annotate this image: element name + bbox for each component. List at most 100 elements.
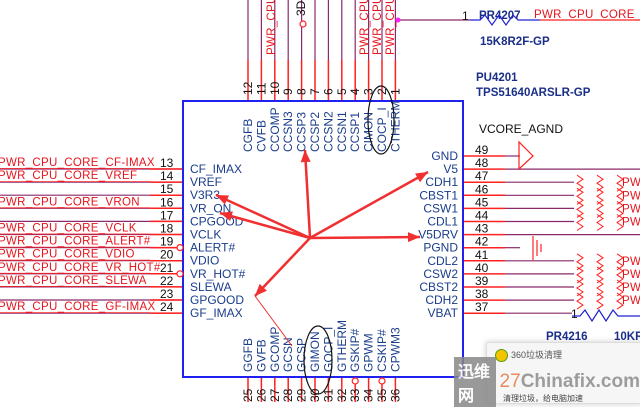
bottom-pin-number: 36 xyxy=(388,388,402,402)
zigzag-resistor-icon xyxy=(616,214,624,231)
pr4216-resistor-symbol xyxy=(572,308,640,323)
zigzag-resistor-icon xyxy=(576,253,584,271)
watermark-site: Chinafix.com xyxy=(520,371,640,392)
pr4207-resistor-symbol xyxy=(470,13,540,27)
zigzag-resistor-icon xyxy=(616,266,624,284)
top-pin-number: 10 xyxy=(268,81,282,95)
component-refdes: PU4201 xyxy=(476,72,518,84)
top-pin-number: 2 xyxy=(375,88,389,95)
zigzag-resistor-icon xyxy=(596,214,604,231)
bottom-pin-name: GVFB xyxy=(254,339,268,372)
left-pin-number: 21 xyxy=(160,261,174,275)
right-pin-name: V5 xyxy=(443,162,458,176)
highlight-ellipse-bottom xyxy=(303,325,333,395)
pr4216-value: 10KR xyxy=(614,331,640,343)
annotation-arrows xyxy=(215,85,429,395)
bottom-pin-name: CSKIP# xyxy=(375,329,389,372)
zigzag-resistor-icon xyxy=(596,174,604,192)
bottom-pin-number: 32 xyxy=(335,388,349,402)
left-pin-number: 16 xyxy=(160,195,174,209)
top-net-label: 3D xyxy=(294,0,308,16)
right-pin-number: 41 xyxy=(475,248,489,262)
top-pin-number: 11 xyxy=(254,82,268,95)
left-pin-name: CF_IMAX xyxy=(190,162,242,176)
zigzag-resistor-icon xyxy=(596,187,604,205)
right-pin-name: GND xyxy=(431,149,458,163)
left-pin-name: VR_HOT# xyxy=(190,267,246,281)
ground-triangle-icon xyxy=(518,140,534,171)
top-pin-number: 1 xyxy=(388,88,402,95)
bottom-pin-name: GGFB xyxy=(241,338,255,372)
zigzag-resistor-icon xyxy=(576,187,584,205)
right-net-label: PWR xyxy=(622,282,640,294)
right-pin-name: V5DRV xyxy=(418,228,458,242)
top-pin-name: CCSN3 xyxy=(281,111,295,152)
right-pin-number: 40 xyxy=(475,261,489,275)
left-net-label: PWR_CPU_CORE_CF-IMAX xyxy=(0,157,155,169)
pr4216-refdes: PR4216 xyxy=(546,331,588,343)
top-pin-name: CCSN1 xyxy=(335,111,349,152)
left-pin-number: 13 xyxy=(160,156,174,170)
right-net-label: PWR xyxy=(622,269,640,281)
arrowhead-icon xyxy=(300,150,311,163)
left-net-label: PWR_CPU_CORE_VCLK xyxy=(0,223,137,235)
watermark-en: 27Chinafix.com xyxy=(500,371,640,393)
right-pin-name: CSW2 xyxy=(423,267,458,281)
left-pin-number: 17 xyxy=(160,208,174,222)
zigzag-resistor-icon xyxy=(596,253,604,271)
top-pin-number: 4 xyxy=(348,88,362,95)
left-pin-name: GPGOOD xyxy=(190,293,244,307)
zigzag-resistor-icon xyxy=(616,253,624,271)
360-logo-icon xyxy=(495,349,508,362)
component-part-number: TPS51640ARSLR-GP xyxy=(476,87,591,99)
bottom-pin-number: 34 xyxy=(362,388,376,402)
bottom-pin-number: 26 xyxy=(254,388,268,402)
right-net-label: PWR xyxy=(622,295,640,307)
top-pin-name: CCSN2 xyxy=(321,111,335,152)
right-pin-number: 43 xyxy=(475,222,489,236)
bottom-pin-name: GCSP xyxy=(295,338,309,372)
annotation-arrow xyxy=(254,237,311,297)
right-pin-number: 44 xyxy=(475,209,489,223)
right-net-label: PWR xyxy=(622,217,640,229)
arrowhead-icon xyxy=(407,232,420,243)
right-pin-name: VBAT xyxy=(428,306,459,320)
top-pin-number: 12 xyxy=(241,81,255,95)
right-pin-number: 39 xyxy=(475,274,489,288)
bottom-pin-name: GIMON xyxy=(308,331,322,372)
watermark-num1: 2 xyxy=(499,371,511,392)
left-pin-name: V3R3 xyxy=(190,188,220,202)
top-net-label: PWR_CPU xyxy=(359,0,371,55)
zigzag-resistor-icon xyxy=(616,292,624,310)
bottom-pin-name: CPWM3 xyxy=(388,327,402,372)
right-pin-name: CBST2 xyxy=(419,280,458,294)
test-point-icon xyxy=(299,20,307,28)
left-pin-name: GF_IMAX xyxy=(190,306,243,320)
left-pin-number: 22 xyxy=(160,274,174,288)
bottom-pin-number: 33 xyxy=(348,388,362,402)
left-net-label: PWR_CPU_CORE_GF-IMAX xyxy=(0,301,155,313)
ground-net-label: VCORE_AGND xyxy=(479,122,563,136)
zigzag-resistor-icon xyxy=(616,187,624,205)
left-pin-number: 20 xyxy=(160,248,174,262)
junction-dot xyxy=(395,17,401,23)
highlight-ellipse-top xyxy=(367,85,395,155)
bottom-pin-name: GPWM xyxy=(362,333,376,372)
zigzag-resistor-icon xyxy=(616,200,624,218)
left-pin-name: VREF xyxy=(190,175,222,189)
left-pin-name: ALERT# xyxy=(190,241,235,255)
annotation-arrow xyxy=(215,193,311,240)
watermark-num2: 7 xyxy=(510,371,521,392)
arrowhead-icon xyxy=(255,283,267,296)
zigzag-resistor-icon xyxy=(616,174,624,192)
inverted-bubble xyxy=(378,377,386,385)
right-pin-number: 38 xyxy=(475,287,489,301)
annotation-arrow xyxy=(219,211,311,240)
right-pin-name: CDL2 xyxy=(427,254,458,268)
left-pin-number: 15 xyxy=(160,182,174,196)
pr4207-net: PWR_CPU_CORE_ xyxy=(534,9,640,21)
left-net-label: PWR_CPU_CORE_VR_HOT# xyxy=(0,262,161,274)
bottom-pin-number: 28 xyxy=(281,388,295,402)
right-net-label: PWR xyxy=(622,177,640,189)
right-pin-name: PGND xyxy=(423,241,458,255)
